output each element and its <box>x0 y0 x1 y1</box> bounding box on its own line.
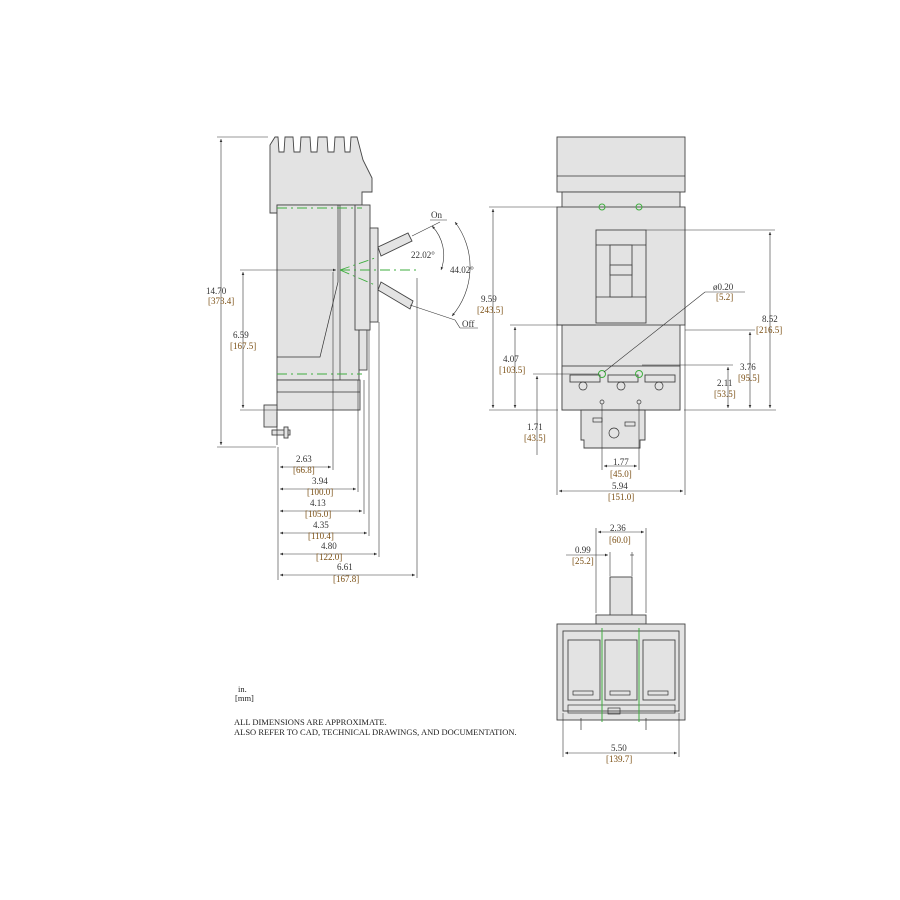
unit-millimeters: [mm] <box>235 693 254 703</box>
label-off: Off <box>462 319 474 329</box>
units-legend: in. [mm] <box>235 684 254 703</box>
dim-handle-top-mm: [216.5] <box>756 325 782 335</box>
dim-cover-bottom-mm: [95.5] <box>738 373 760 383</box>
dim-depth-1-mm: [66.8] <box>293 465 315 475</box>
label-on: On <box>431 210 442 220</box>
note-refer-cad: ALSO REFER TO CAD, TECHNICAL DRAWINGS, A… <box>234 727 517 737</box>
front-view-dimensions: 9.59 [243.5] 4.07 [103.5] 1.71 [43.5] 8.… <box>477 206 782 502</box>
dim-depth-3-in: 4.13 <box>310 498 326 508</box>
dim-hole-diameter-in: ø0.20 <box>713 282 734 292</box>
dim-hole-spacing-mm: [45.0] <box>610 469 632 479</box>
dim-height-total-mm: [373.4] <box>208 296 234 306</box>
dim-depth-4-in: 4.35 <box>313 520 329 530</box>
dim-depth-1-in: 2.63 <box>296 454 312 464</box>
dim-hole-height-mm: [53.5] <box>714 389 736 399</box>
dim-depth-5-mm: [122.0] <box>316 552 342 562</box>
dim-hole-spacing-in: 1.77 <box>613 457 629 467</box>
dim-hole-height-in: 2.11 <box>717 378 732 388</box>
dim-mount-height-mm: [243.5] <box>477 305 503 315</box>
dim-handle-bottom-in: 4.07 <box>503 354 519 364</box>
dim-depth-2-mm: [100.0] <box>307 487 333 497</box>
front-view-breaker <box>556 136 686 449</box>
dim-handle-width-in: 0.99 <box>575 545 591 555</box>
dim-hole-diameter-mm: [5.2] <box>716 292 733 302</box>
dim-mount-height-in: 9.59 <box>481 294 497 304</box>
dim-handle-top-in: 8.52 <box>762 314 778 324</box>
side-view-breaker <box>263 136 420 445</box>
dim-depth-4-mm: [110.4] <box>308 531 334 541</box>
dim-lower-hole-mm: [43.5] <box>524 433 546 443</box>
dim-handle-height-mm: [167.5] <box>230 341 256 351</box>
dim-lower-hole-in: 1.71 <box>527 422 543 432</box>
bottom-view-dimensions: 2.36 [60.0] 0.99 [25.2] 5.50 [139.7] <box>562 523 680 764</box>
note-approximate: ALL DIMENSIONS ARE APPROXIMATE. <box>234 717 387 727</box>
dim-depth-6-in: 6.61 <box>337 562 353 572</box>
dim-handle-height-in: 6.59 <box>233 330 249 340</box>
dim-depth-2-in: 3.94 <box>312 476 328 486</box>
dim-width-mm: [151.0] <box>608 492 634 502</box>
dim-depth-3-mm: [105.0] <box>305 509 331 519</box>
angle-total: 44.02° <box>450 265 474 275</box>
notes: ALL DIMENSIONS ARE APPROXIMATE. ALSO REF… <box>234 717 517 737</box>
dim-outer-width-mm: [60.0] <box>609 535 631 545</box>
dim-height-total-in: 14.70 <box>206 286 227 296</box>
dim-width-in: 5.94 <box>612 481 628 491</box>
bottom-view-breaker <box>556 576 686 730</box>
dim-handle-width-mm: [25.2] <box>572 556 594 566</box>
dim-depth-6-mm: [167.8] <box>333 574 359 584</box>
dim-depth-5-in: 4.80 <box>321 541 337 551</box>
unit-inches: in. <box>238 684 247 694</box>
handle-off-position <box>377 281 414 310</box>
dim-handle-bottom-mm: [103.5] <box>499 365 525 375</box>
dim-cover-bottom-in: 3.76 <box>740 362 756 372</box>
dim-outer-width-in: 2.36 <box>610 523 626 533</box>
handle-on-position <box>377 232 413 257</box>
angle-on: 22.02° <box>411 250 435 260</box>
side-view-dimensions: 14.70 [373.4] 6.59 [167.5] On Off 22.02°… <box>206 136 478 584</box>
dim-bottom-width-in: 5.50 <box>611 743 627 753</box>
dim-bottom-width-mm: [139.7] <box>606 754 632 764</box>
